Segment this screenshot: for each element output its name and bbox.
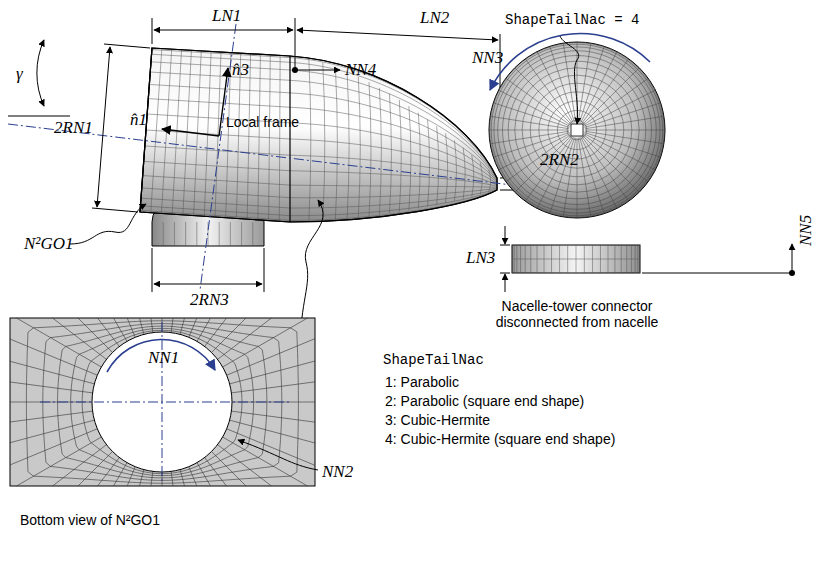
dimension-label: n̂1	[130, 110, 147, 130]
note-label: Local frame	[226, 114, 299, 130]
note-label: 1: Parabolic	[385, 374, 459, 390]
note-label: 2: Parabolic (square end shape)	[385, 393, 584, 409]
note-label: 4: Cubic-Hermite (square end shape)	[385, 431, 615, 447]
dimension-label: 2RN1	[54, 118, 93, 138]
dimension-label: LN3	[466, 248, 495, 268]
dimension-label: NN1	[148, 348, 179, 368]
note-label: 3: Cubic-Hermite	[385, 412, 490, 428]
dimension-label: n̂3	[232, 60, 249, 80]
dimension-label: LN1	[212, 6, 241, 26]
note-label: Nacelle-tower connector disconnected fro…	[482, 298, 672, 330]
dimension-label: 2RN2	[540, 150, 579, 170]
dimension-label: NN2	[322, 462, 353, 482]
note-label: ShapeTailNac	[383, 352, 484, 368]
dimension-label: NN3	[472, 48, 503, 68]
note-label: ShapeTailNac = 4	[505, 12, 639, 28]
dimension-label: N²GO1	[24, 234, 74, 254]
note-label: Bottom view of N²GO1	[20, 512, 160, 528]
dimension-label: NN4	[345, 60, 376, 80]
dimension-label: γ	[16, 64, 23, 84]
dimension-label: NN5	[796, 215, 816, 246]
dimension-label: LN2	[420, 8, 449, 28]
dimension-label: 2RN3	[190, 290, 229, 310]
